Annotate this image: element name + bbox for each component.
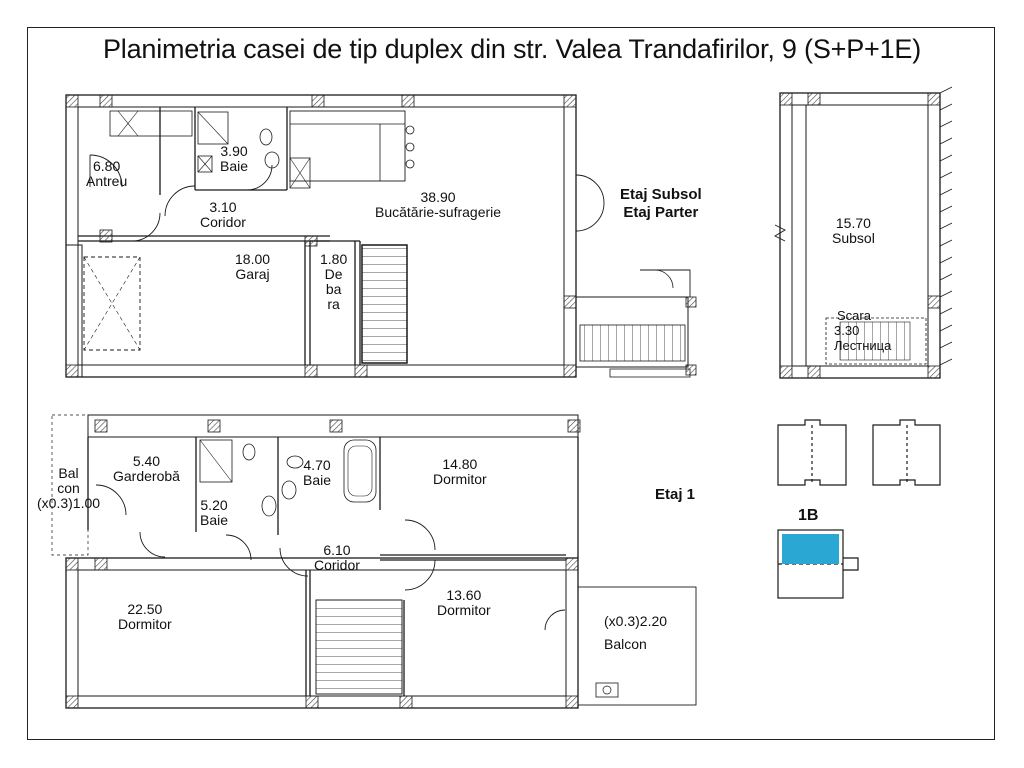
ground-floor-plan xyxy=(65,94,691,378)
room-name: Dormitor xyxy=(118,616,172,632)
room-name: Garaj xyxy=(235,266,270,282)
room-area: 15.70 xyxy=(835,215,871,231)
first-floor-label: Etaj 1 xyxy=(655,486,696,503)
room-area: (x0.3)2.20 xyxy=(604,613,668,629)
ground-level-header: Etaj Subsol Etaj Parter xyxy=(620,186,702,222)
room-name: Garderobă xyxy=(113,468,180,484)
room-area: 1.80 xyxy=(320,251,348,267)
room-balcon-left: Bal con (x0.3)1.00 xyxy=(37,466,100,511)
room-coridor-first: 6.10 Coridor xyxy=(314,543,360,573)
room-baie-right: 4.70 Baie xyxy=(303,458,331,488)
room-area: 5.20 xyxy=(200,497,228,513)
room-area: 13.60 xyxy=(446,587,482,603)
unit-label: 1B xyxy=(798,507,819,524)
room-area: 22.50 xyxy=(127,601,163,617)
room-garderoba: 5.40 Garderobă xyxy=(113,454,180,484)
room-area: 6.80 xyxy=(93,158,121,174)
basement-plan xyxy=(774,86,953,379)
key-plan-icons xyxy=(777,419,941,599)
room-name-ru: Лестница xyxy=(834,338,892,353)
room-name: Baie xyxy=(200,512,229,528)
room-dormitor-ne: 14.80 Dormitor xyxy=(433,457,487,487)
room-name: Bucătărie-sufragerie xyxy=(375,204,502,220)
room-name-line: De xyxy=(324,266,343,282)
room-name: Dormitor xyxy=(433,471,487,487)
room-name: Baie xyxy=(220,158,249,174)
room-name: Balcon xyxy=(604,636,647,652)
room-name: Coridor xyxy=(314,557,360,573)
room-name: Coridor xyxy=(200,214,246,230)
room-name-line: con xyxy=(57,480,80,496)
room-area: 4.70 xyxy=(303,457,331,473)
room-name-line: ra xyxy=(327,296,340,312)
room-scara: Scara 3.30 Лестница xyxy=(834,308,891,353)
room-baie-mid: 5.20 Baie xyxy=(200,498,228,528)
room-debara: 1.80 De ba ra xyxy=(320,252,347,312)
room-garaj: 18.00 Garaj xyxy=(235,252,270,282)
room-name: Scara xyxy=(837,308,871,323)
room-area: 14.80 xyxy=(442,456,478,472)
page-title: Planimetria casei de tip duplex din str.… xyxy=(102,34,922,64)
room-antreu: 6.80 Antreu xyxy=(86,159,127,189)
room-name: Dormitor xyxy=(437,602,491,618)
room-name-line: Bal xyxy=(58,465,79,481)
room-name: Baie xyxy=(303,472,332,488)
first-floor-plan xyxy=(51,414,697,709)
room-dormitor-w: 22.50 Dormitor xyxy=(118,602,172,632)
room-baie-ground: 3.90 Baie xyxy=(220,144,248,174)
room-subsol: 15.70 Subsol xyxy=(832,216,875,246)
room-area: 5.40 xyxy=(132,453,161,469)
room-area: 3.10 xyxy=(209,199,237,215)
room-name: Antreu xyxy=(86,173,128,189)
ground-floor-label: Etaj Parter xyxy=(623,204,699,221)
room-area: 3.90 xyxy=(220,143,248,159)
room-name-line: ba xyxy=(325,281,342,297)
room-name: Subsol xyxy=(832,230,875,246)
room-area: (x0.3)1.00 xyxy=(37,495,101,511)
room-area: 3.30 xyxy=(834,323,860,338)
room-balcon-right: (x0.3)2.20 Balcon xyxy=(604,614,667,652)
room-area: 18.00 xyxy=(235,251,271,267)
sheet-frame xyxy=(27,27,995,740)
ground-columns xyxy=(65,94,697,378)
room-bucatarie: 38.90 Bucătărie-sufragerie xyxy=(375,190,501,220)
room-area: 6.10 xyxy=(323,542,351,558)
basement-floor-label: Etaj Subsol xyxy=(620,186,702,203)
room-coridor-ground: 3.10 Coridor xyxy=(200,200,246,230)
room-area: 38.90 xyxy=(420,189,456,205)
room-dormitor-se: 13.60 Dormitor xyxy=(437,588,491,618)
unit-1b-highlight xyxy=(782,534,839,564)
